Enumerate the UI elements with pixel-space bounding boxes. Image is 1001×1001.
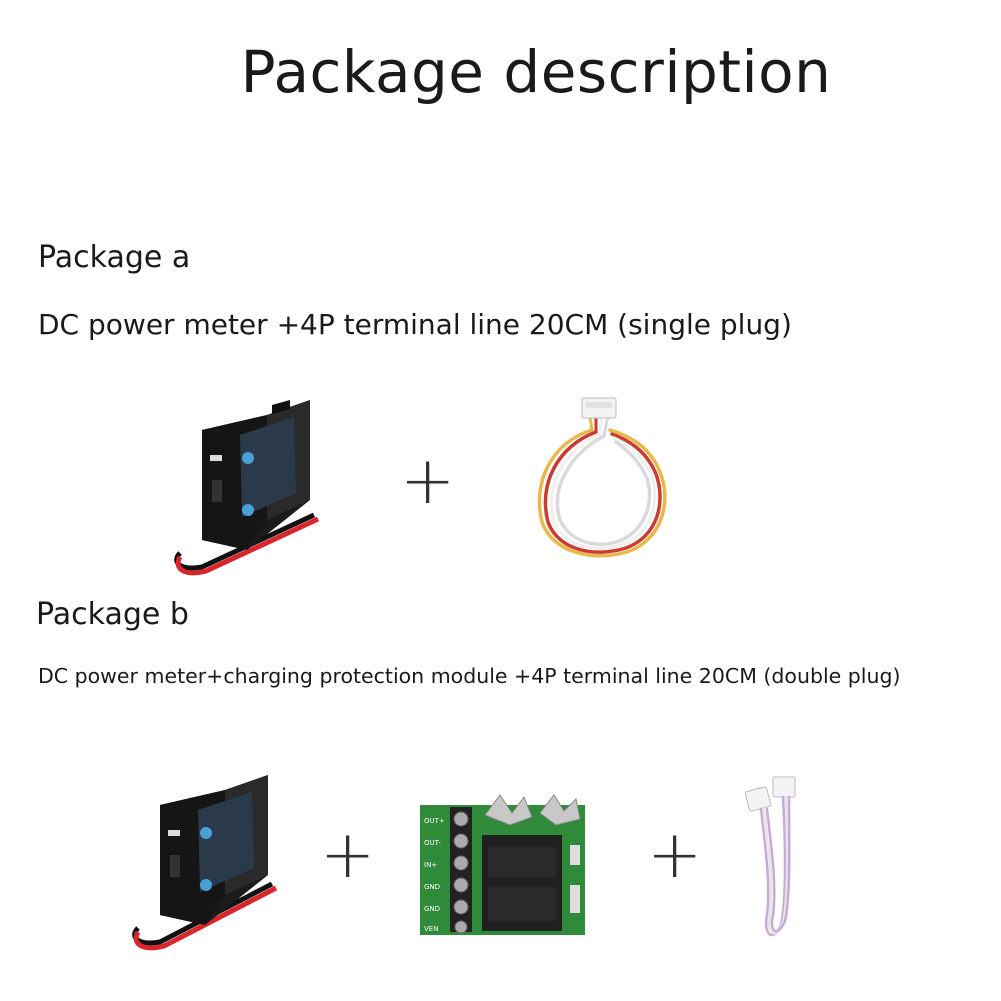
package-b-description: DC power meter+charging protection modul… [38, 664, 901, 688]
pin-label: OUT+ [424, 817, 445, 825]
pin-label: OUT- [424, 839, 441, 847]
pin-label: GND [424, 905, 440, 913]
plus-separator: + [647, 816, 703, 893]
package-b-label: Package b [36, 597, 189, 632]
plus-separator: + [400, 442, 456, 519]
pin-label: GND [424, 883, 440, 891]
4p-terminal-line-single-plug-image [537, 397, 667, 558]
charging-protection-module-image: OUT+ OUT- IN+ GND GND VEN [420, 794, 585, 935]
page-title: Package description [240, 38, 832, 106]
package-a-label: Package a [38, 240, 191, 275]
pin-label: VEN [424, 925, 438, 933]
dc-power-meter-image [174, 400, 320, 576]
dc-power-meter-image [132, 775, 278, 951]
package-a-description: DC power meter +4P terminal line 20CM (s… [38, 308, 792, 341]
4p-terminal-line-double-plug-image [744, 776, 796, 937]
pin-label: IN+ [424, 861, 437, 869]
plus-separator: + [320, 816, 376, 893]
